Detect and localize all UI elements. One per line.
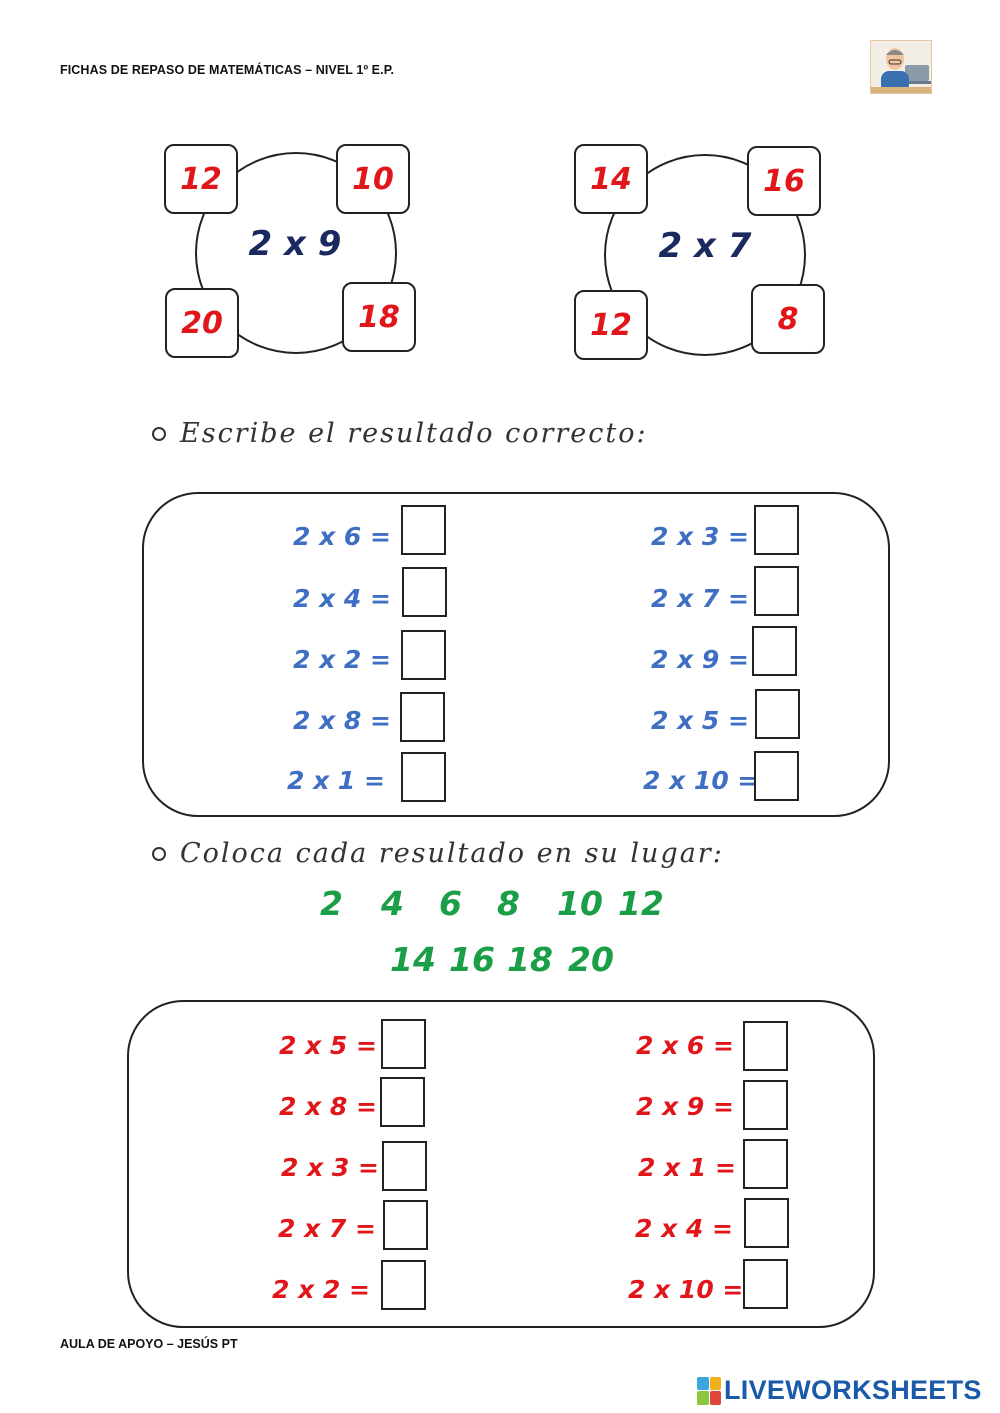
equation: 2 x 4 = [293, 584, 391, 613]
answer-box[interactable] [380, 1077, 425, 1127]
bank-number[interactable]: 16 [449, 940, 495, 979]
equation: 2 x 7 = [278, 1214, 376, 1243]
bank-number[interactable]: 8 [497, 884, 520, 923]
answer-box[interactable] [381, 1260, 426, 1310]
equation: 2 x 10 = [643, 766, 759, 795]
equation: 2 x 3 = [281, 1153, 379, 1182]
answer-box[interactable] [743, 1080, 788, 1130]
circle-number-box[interactable]: 14 [574, 144, 648, 214]
teacher-avatar [870, 40, 932, 94]
equation: 2 x 8 = [279, 1092, 377, 1121]
bank-number[interactable]: 20 [568, 940, 614, 979]
bank-number[interactable]: 14 [390, 940, 436, 979]
circle-number-box[interactable]: 12 [164, 144, 238, 214]
bank-number[interactable]: 6 [439, 884, 462, 923]
bank-number[interactable]: 18 [507, 940, 553, 979]
equation: 2 x 5 = [651, 706, 749, 735]
equation: 2 x 1 = [638, 1153, 736, 1182]
answer-box[interactable] [743, 1139, 788, 1189]
circle-number-box[interactable]: 12 [574, 290, 648, 360]
answer-box[interactable] [381, 1019, 426, 1069]
liveworksheets-brand[interactable]: LIVEWORKSHEETS [697, 1375, 982, 1406]
answer-box[interactable] [400, 692, 445, 742]
answer-box[interactable] [382, 1141, 427, 1191]
worksheet-title: FICHAS DE REPASO DE MATEMÁTICAS – NIVEL … [60, 63, 395, 77]
bullet-icon [152, 426, 166, 441]
instruction-text: Escribe el resultado correcto: [180, 418, 648, 449]
equation: 2 x 6 = [636, 1031, 734, 1060]
equation: 2 x 4 = [635, 1214, 733, 1243]
circle-number-box[interactable]: 18 [342, 282, 416, 352]
multiplication-circle-2: 2 x 7 14 16 12 8 [570, 142, 830, 362]
answer-box[interactable] [401, 505, 446, 555]
equation: 2 x 7 = [651, 584, 749, 613]
bank-number[interactable]: 10 [557, 884, 603, 923]
answer-box[interactable] [401, 752, 446, 802]
answer-box[interactable] [743, 1259, 788, 1309]
equation: 2 x 9 = [651, 645, 749, 674]
answer-box[interactable] [754, 505, 799, 555]
circle-number-box[interactable]: 16 [747, 146, 821, 216]
equation: 2 x 6 = [293, 522, 391, 551]
answer-box[interactable] [383, 1200, 428, 1250]
equation: 2 x 8 = [293, 706, 391, 735]
circle-number-box[interactable]: 10 [336, 144, 410, 214]
bank-number[interactable]: 12 [618, 884, 664, 923]
circle-number-box[interactable]: 8 [751, 284, 825, 354]
answer-box[interactable] [743, 1021, 788, 1071]
instruction-place-result: Coloca cada resultado en su lugar: [152, 838, 724, 869]
bank-number[interactable]: 4 [381, 884, 404, 923]
bank-number[interactable]: 2 [320, 884, 343, 923]
equation: 2 x 2 = [272, 1275, 370, 1304]
circle-number-box[interactable]: 20 [165, 288, 239, 358]
answer-box[interactable] [401, 630, 446, 680]
footer-text: AULA DE APOYO – JESÚS PT [60, 1337, 238, 1351]
brand-wordmark: LIVEWORKSHEETS [724, 1375, 982, 1405]
liveworksheets-logo-icon [697, 1376, 721, 1405]
equation: 2 x 10 = [628, 1275, 744, 1304]
multiplication-circle-1: 2 x 9 12 10 20 18 [160, 140, 420, 360]
answer-box[interactable] [754, 751, 799, 801]
answer-box[interactable] [402, 567, 447, 617]
bullet-icon [152, 846, 166, 861]
equation: 2 x 2 = [293, 645, 391, 674]
answer-box[interactable] [754, 566, 799, 616]
equation: 2 x 3 = [651, 522, 749, 551]
answer-box[interactable] [755, 689, 800, 739]
instruction-write-result: Escribe el resultado correcto: [152, 418, 648, 449]
answer-box[interactable] [752, 626, 797, 676]
equation: 2 x 1 = [287, 766, 385, 795]
instruction-text: Coloca cada resultado en su lugar: [180, 838, 724, 869]
equation: 2 x 5 = [279, 1031, 377, 1060]
answer-box[interactable] [744, 1198, 789, 1248]
circle-operation: 2 x 7 [658, 226, 752, 266]
equation: 2 x 9 = [636, 1092, 734, 1121]
circle-operation: 2 x 9 [248, 224, 342, 264]
